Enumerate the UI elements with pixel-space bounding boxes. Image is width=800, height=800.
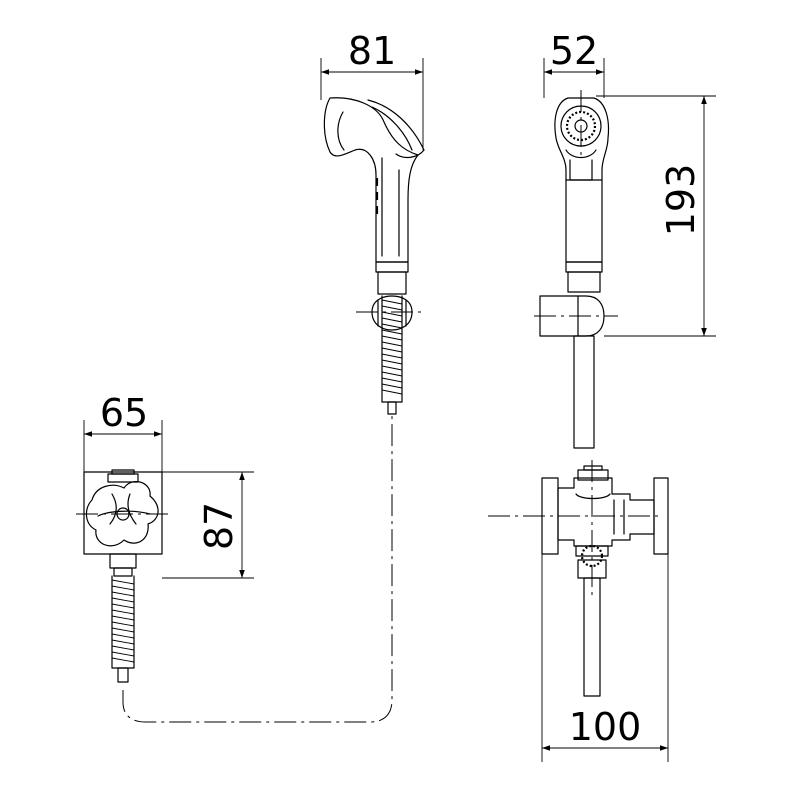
handset-side-view [323,97,426,415]
dimension-193: 193 [596,95,716,337]
dimension-label-87: 87 [197,502,241,550]
dimension-87: 87 [136,471,254,579]
hose-path [122,414,393,723]
dimension-65: 65 [83,391,163,472]
dimension-52: 52 [543,29,605,98]
dimension-label-100: 100 [569,705,642,749]
valve-front-view [488,460,669,697]
dimension-label-193: 193 [659,164,703,237]
dimension-100: 100 [541,554,669,762]
dimension-label-65: 65 [100,391,148,435]
dimension-label-81: 81 [348,29,396,73]
valve-side-view [76,469,172,683]
dimension-label-52: 52 [550,29,598,73]
dimension-81: 81 [320,29,424,150]
handset-front-view [534,90,618,449]
